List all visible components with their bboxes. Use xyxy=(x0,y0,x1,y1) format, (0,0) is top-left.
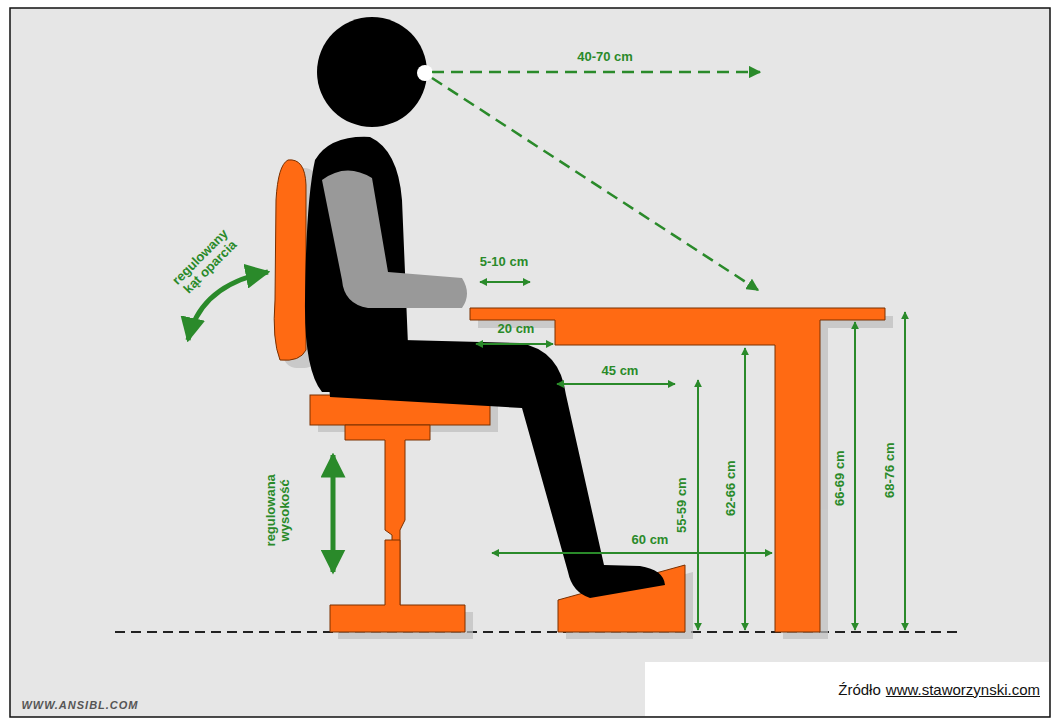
source-link: www.staworzynski.com xyxy=(886,682,1040,699)
watermark: WWW.ANSIBL.COM xyxy=(21,699,138,711)
dimension-height: 68-76 cm xyxy=(883,442,897,498)
knee-clearance: 20 cm xyxy=(498,322,535,336)
source-label: Źródło xyxy=(838,682,881,699)
thigh-clearance: 45 cm xyxy=(602,364,639,378)
seat-height-label: regulowana wysokość xyxy=(264,465,293,555)
elbow-gap: 5-10 cm xyxy=(480,255,528,269)
dimension-height: 66-69 cm xyxy=(833,450,847,506)
dimension-height: 55-59 cm xyxy=(675,477,689,533)
foot-distance: 60 cm xyxy=(629,533,672,547)
dimension-height: 62-66 cm xyxy=(724,460,738,516)
sight-distance: 40-70 cm xyxy=(577,50,633,64)
